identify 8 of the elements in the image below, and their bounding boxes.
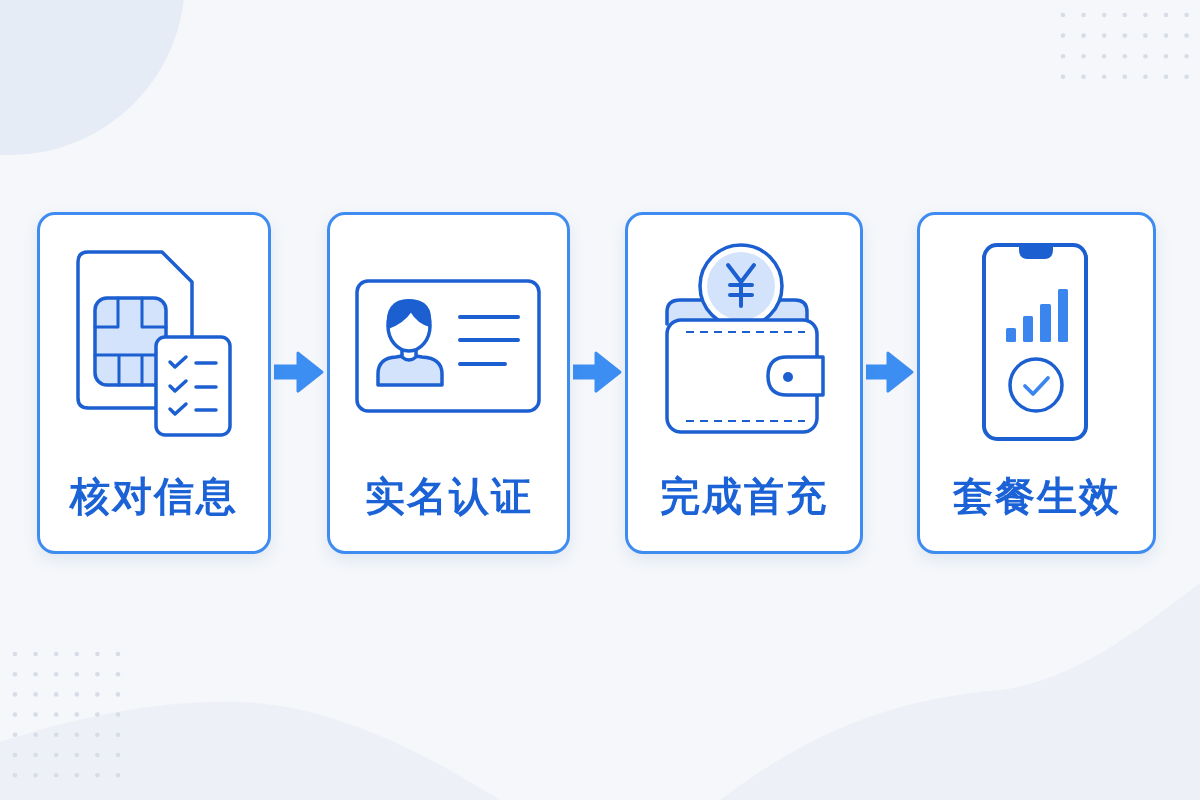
step-label: 套餐生效 (952, 472, 1121, 521)
step-card (625, 212, 863, 554)
step-label: 实名认证 (364, 472, 533, 521)
step-card (37, 212, 271, 554)
step-card (917, 212, 1156, 554)
step-label: 完成首充 (660, 472, 828, 521)
step-card (327, 212, 570, 554)
step-label: 核对信息 (70, 472, 238, 521)
